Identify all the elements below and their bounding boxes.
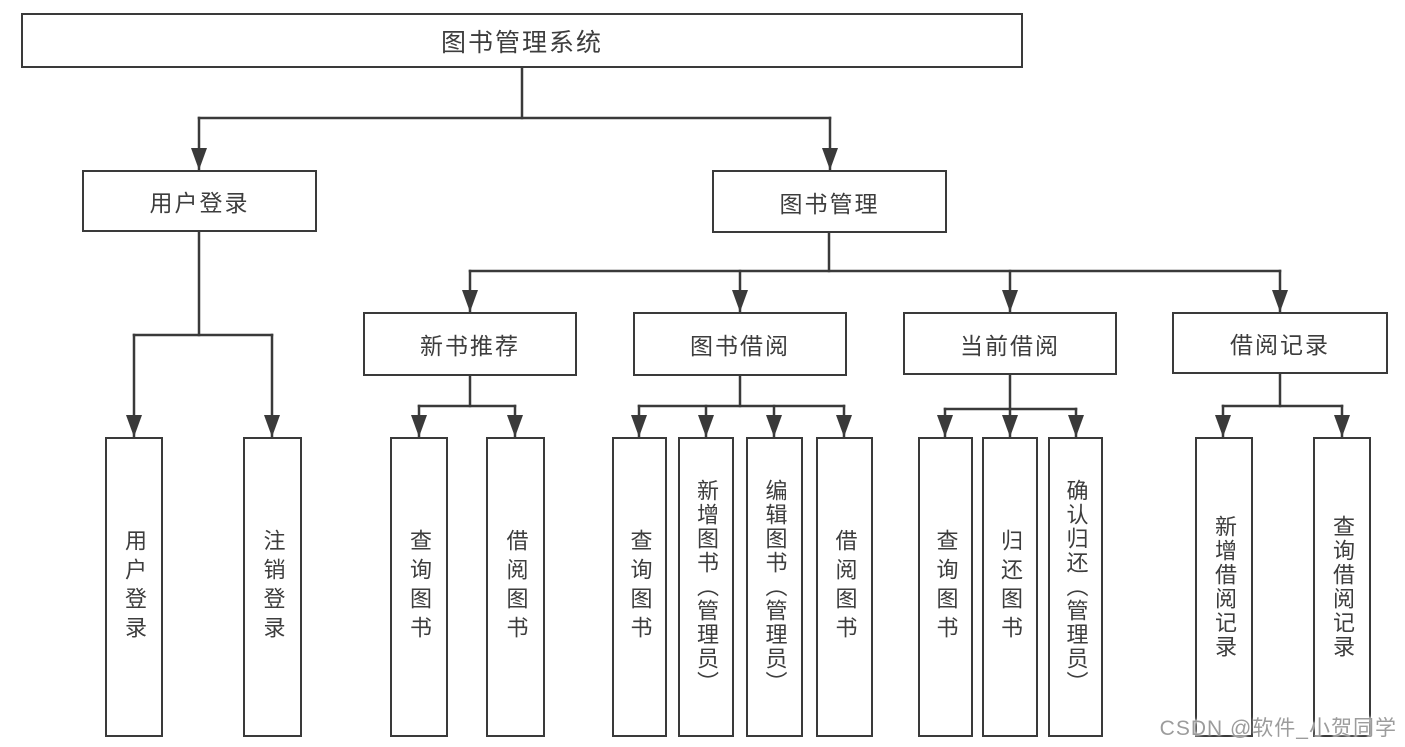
node-label: 用户登录: [149, 190, 250, 216]
node-label: 用户登录: [122, 529, 147, 645]
node-label: 图书管理: [779, 190, 880, 217]
node-label: 借阅图书: [832, 529, 858, 645]
node-label: 编辑图书（管理员）: [762, 479, 788, 695]
leaf-add-borrow-record: 新增借阅记录: [1195, 437, 1253, 737]
node-label: 查询图书: [627, 529, 653, 645]
leaf-borrow-books: 借阅图书: [816, 437, 873, 737]
leaf-add-books-admin: 新增图书（管理员）: [678, 437, 734, 737]
node-label: 确认归还（管理员）: [1063, 479, 1089, 695]
node-label: 查询借阅记录: [1330, 515, 1355, 659]
node-library-management-system: 图书管理系统: [21, 13, 1023, 68]
node-label: 图书管理系统: [440, 28, 603, 57]
leaf-query-borrow-record: 查询借阅记录: [1313, 437, 1371, 737]
node-label: 新增借阅记录: [1212, 515, 1237, 659]
node-label: 新书推荐: [420, 333, 520, 359]
node-label: 图书借阅: [690, 333, 790, 359]
node-label: 归还图书: [998, 529, 1023, 645]
leaf-logout: 注销登录: [243, 437, 302, 737]
csdn-watermark: CSDN @软件_小贺同学: [1159, 717, 1397, 740]
leaf-query-books-borrow: 查询图书: [612, 437, 667, 737]
leaf-edit-books-admin: 编辑图书（管理员）: [746, 437, 803, 737]
node-new-book-recommend: 新书推荐: [363, 312, 577, 376]
node-label: 当前借阅: [960, 332, 1060, 359]
node-book-management: 图书管理: [712, 170, 947, 233]
node-user-login: 用户登录: [82, 170, 317, 232]
node-book-borrow: 图书借阅: [633, 312, 847, 376]
node-borrow-records: 借阅记录: [1172, 312, 1388, 374]
node-label: 查询图书: [407, 529, 432, 645]
leaf-user-login: 用户登录: [105, 437, 163, 737]
node-label: 注销登录: [260, 529, 286, 645]
node-label: 查询图书: [933, 529, 959, 645]
leaf-confirm-return-admin: 确认归还（管理员）: [1048, 437, 1103, 737]
node-current-borrow: 当前借阅: [903, 312, 1117, 375]
node-label: 新增图书（管理员）: [694, 479, 719, 695]
leaf-return-books: 归还图书: [982, 437, 1038, 737]
node-label: 借阅图书: [503, 529, 529, 645]
node-label: 借阅记录: [1230, 332, 1330, 358]
leaf-query-books-current: 查询图书: [918, 437, 973, 737]
leaf-borrow-books-recommend: 借阅图书: [486, 437, 545, 737]
leaf-query-books-recommend: 查询图书: [390, 437, 448, 737]
